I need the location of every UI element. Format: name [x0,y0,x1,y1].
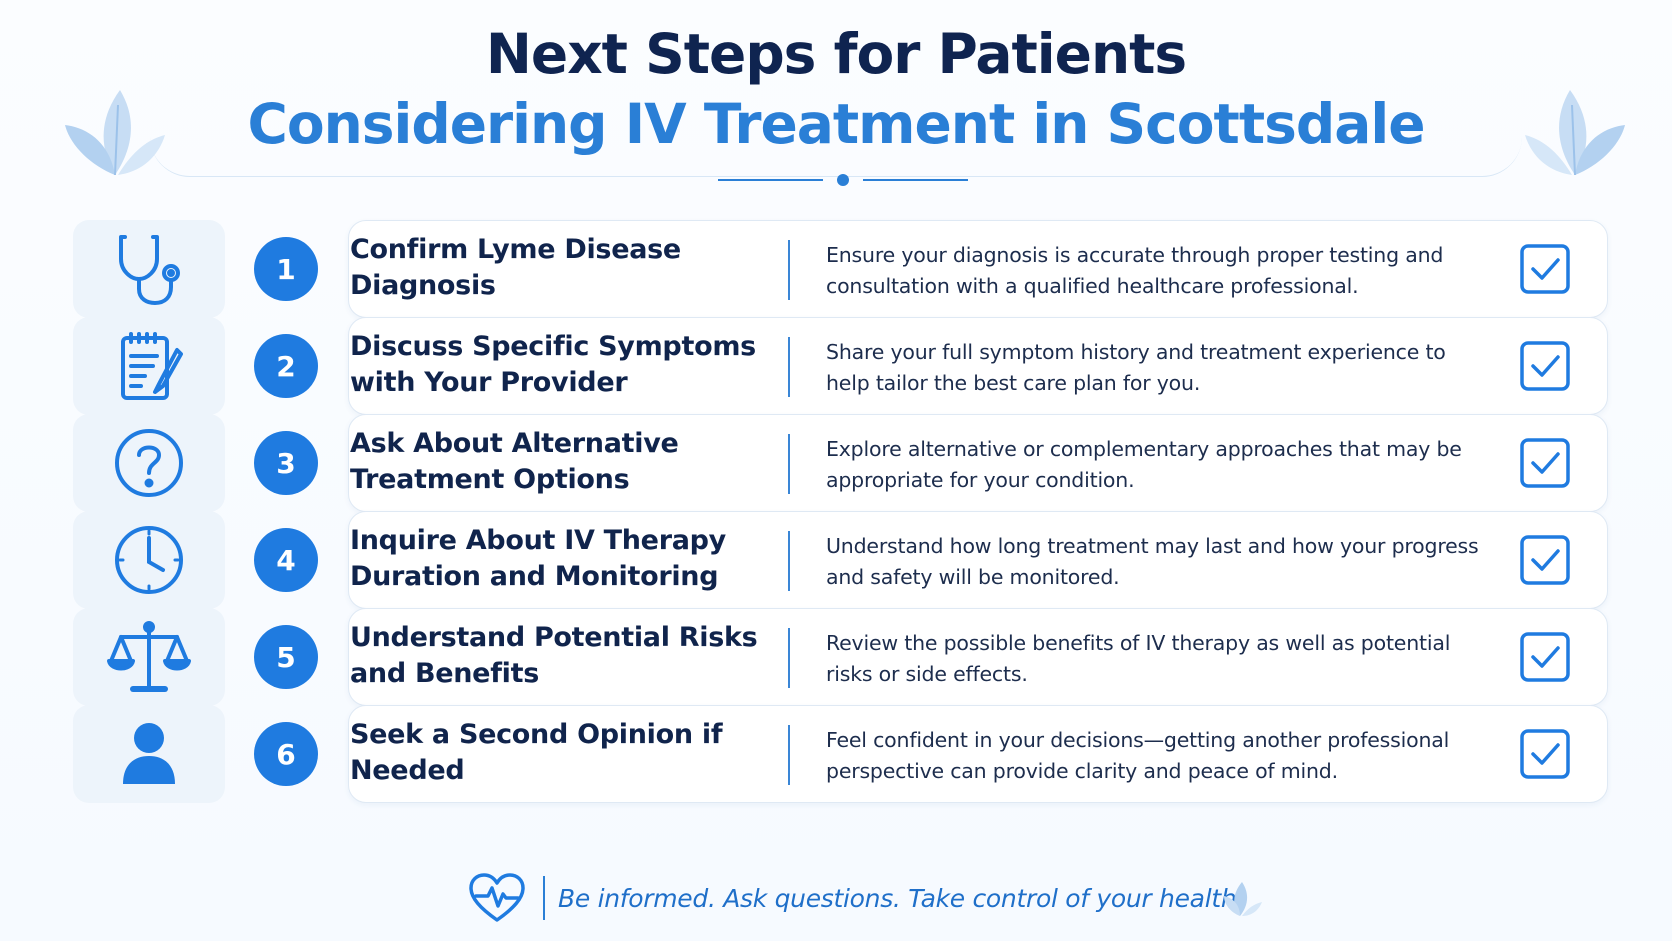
balance-scale-icon [107,621,191,692]
step-card [348,705,1608,803]
step-title: Ask About Alternative Treatment Options [350,428,679,495]
step-title: Seek a Second Opinion if Needed [350,719,723,786]
step-description: Explore alternative or complementary app… [826,437,1462,492]
step-card [348,608,1608,706]
step-row: 3 Ask About Alternative Treatment Option… [0,414,1672,514]
step-icon-tile [73,608,225,706]
step-description: Ensure your diagnosis is accurate throug… [826,243,1444,298]
step-description: Review the possible benefits of IV thera… [826,631,1451,686]
footer-tagline: Be informed. Ask questions. Take control… [558,884,1245,913]
step-icon-tile [73,317,225,415]
step-number-badge: 3 [254,431,318,495]
step-card [348,220,1608,318]
step-description: Share your full symptom history and trea… [826,340,1446,395]
divider [788,240,790,300]
step-icon-tile [73,220,225,318]
checkbox-checked-icon[interactable] [1518,436,1572,490]
page-title: Next Steps for Patients [485,22,1187,86]
checkbox-checked-icon[interactable] [1518,242,1572,296]
step-title: Discuss Specific Symptoms with Your Prov… [350,331,756,398]
step-card [348,317,1608,415]
checkbox-checked-icon[interactable] [1518,630,1572,684]
page-subtitle: Considering IV Treatment in Scottsdale [247,92,1425,156]
step-number-badge: 6 [254,722,318,786]
divider [788,725,790,785]
step-row: 4 Inquire About IV Therapy Duration and … [0,511,1672,611]
step-description: Understand how long treatment may last a… [826,534,1479,589]
step-row: 1 Confirm Lyme Disease Diagnosis Ensure … [0,220,1672,320]
step-row: 5 Understand Potential Risks and Benefit… [0,608,1672,708]
divider [788,628,790,688]
step-icon-tile [73,414,225,512]
person-icon [123,723,175,784]
step-description: Feel confident in your decisions—getting… [826,728,1450,783]
title-divider [718,174,968,186]
step-number-badge: 5 [254,625,318,689]
leaf-decoration-icon [1525,90,1625,176]
step-card [348,414,1608,512]
clipboard-notes-icon [121,332,183,400]
heart-pulse-icon [469,873,525,922]
step-title: Inquire About IV Therapy Duration and Mo… [350,525,726,592]
step-title: Confirm Lyme Disease Diagnosis [350,234,681,301]
leaf-decoration-icon [1224,882,1262,916]
step-number-badge: 1 [254,237,318,301]
step-row: 6 Seek a Second Opinion if Needed Feel c… [0,705,1672,805]
step-row: 2 Discuss Specific Symptoms with Your Pr… [0,317,1672,417]
stethoscope-icon [119,235,180,305]
checkbox-checked-icon[interactable] [1518,339,1572,393]
checkbox-checked-icon[interactable] [1518,533,1572,587]
step-icon-tile [73,511,225,609]
footer-divider [543,876,545,920]
checkbox-checked-icon[interactable] [1518,727,1572,781]
step-card [348,511,1608,609]
title-frame [150,20,1522,177]
divider [788,531,790,591]
step-number-badge: 4 [254,528,318,592]
step-number-badge: 2 [254,334,318,398]
clock-icon [115,526,183,594]
step-icon-tile [73,705,225,803]
divider [788,337,790,397]
question-circle-icon [115,429,183,497]
step-title: Understand Potential Risks and Benefits [350,622,758,689]
divider [788,434,790,494]
